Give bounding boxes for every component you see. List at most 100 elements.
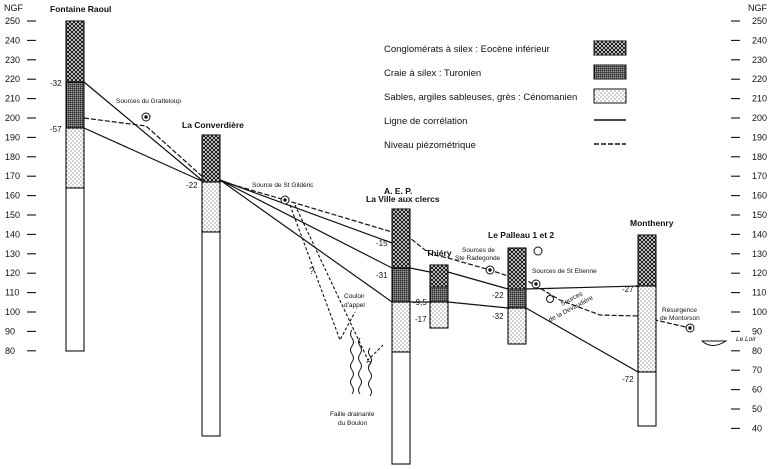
label-faille-2: du Boulon <box>338 420 368 427</box>
right-axis-tick-label-150: 150 <box>752 210 767 220</box>
right-axis-tick-label-180: 180 <box>752 152 767 162</box>
right-axis-unit: NGF <box>748 3 768 13</box>
well-monthenry <box>637 234 657 427</box>
right-axis-tick-label-250: 250 <box>752 16 767 26</box>
right-axis-tick-label-170: 170 <box>752 171 767 181</box>
correlation-lines <box>83 81 639 373</box>
legend-correlation-label: Ligne de corrélation <box>384 116 467 127</box>
lc-conglomerat-layer <box>201 134 221 183</box>
well-thiery <box>429 264 449 329</box>
source-symbols <box>141 112 695 333</box>
mo-conglomerat-layer <box>637 234 657 287</box>
well-label-aep: A. E. P. <box>384 186 412 196</box>
left-axis-tick-label-210: 210 <box>5 94 20 104</box>
left-axis-tick-label-90: 90 <box>5 326 15 336</box>
well-label-aep-ville: La Ville aux clercs <box>366 194 440 204</box>
left-axis-tick-label-120: 120 <box>5 268 20 278</box>
left-axis-tick-label-170: 170 <box>5 171 20 181</box>
correlation-line-pa-mo-low <box>525 307 639 373</box>
question-mark-2: ? <box>366 360 372 371</box>
mo-blank-column <box>637 371 657 427</box>
right-axis-tick-label-240: 240 <box>752 35 767 45</box>
well-aep <box>391 208 411 465</box>
le-loir-river-icon <box>700 340 728 346</box>
couloir-dashed-lines <box>289 204 384 361</box>
correlation-line-pa-mo-top <box>525 285 639 290</box>
source-devaudiere-icon <box>546 295 554 303</box>
right-axis-tick-label-120: 120 <box>752 268 767 278</box>
right-axis-tick-label-210: 210 <box>752 94 767 104</box>
aep-sable-layer <box>391 301 411 353</box>
well-la-converdiere <box>201 134 221 437</box>
depth-label-th-a: -9,5 <box>413 298 427 307</box>
label-source-st-gilderic: Source de St Gildéric <box>252 182 314 189</box>
left-axis-tick-label-130: 130 <box>5 249 20 259</box>
pa-sable-layer <box>507 307 527 345</box>
right-axis-tick-label-50: 50 <box>752 404 762 414</box>
left-axis-tick-label-100: 100 <box>5 307 20 317</box>
right-axis-tick-label-100: 100 <box>752 307 767 317</box>
correlation-line-aep-th-top <box>409 267 431 273</box>
legend-sables-swatch <box>593 88 627 104</box>
well-le-palleau <box>507 247 527 345</box>
depth-label-pa-b: -32 <box>492 312 504 321</box>
right-axis-tick-label-200: 200 <box>752 113 767 123</box>
depth-label-fr-a: -32 <box>50 79 62 88</box>
well-label-la-converdiere: La Converdière <box>182 120 244 130</box>
source-palleau-icon <box>533 246 543 256</box>
label-sources-ste-radegonde-1: Sources de <box>462 247 495 254</box>
legend-craie-label: Craie à silex : Turonien <box>384 68 481 79</box>
th-sable-layer <box>429 301 449 329</box>
pa-craie-layer <box>507 288 527 309</box>
label-sources-ste-radegonde-2: Ste Radegonde <box>455 255 501 262</box>
question-mark-1: ? <box>309 266 315 277</box>
aep-blank-column <box>391 351 411 465</box>
label-resurgence-1: Résurgence <box>662 307 697 314</box>
source-gratteloup-icon <box>141 112 151 122</box>
fr-blank-column <box>65 187 85 352</box>
left-axis-unit: NGF <box>4 3 24 13</box>
left-axis-tick-label-150: 150 <box>5 210 20 220</box>
label-sources-st-etienne: Sources de St Etienne <box>532 268 597 275</box>
source-st-etienne-icon <box>531 279 541 289</box>
depth-label-lc-a: -22 <box>186 181 198 190</box>
left-axis-tick-label-110: 110 <box>5 288 19 298</box>
legend-craie-swatch <box>593 64 627 80</box>
depth-label-fr-b: -57 <box>50 125 62 134</box>
resurgence-montorson-icon <box>685 323 695 333</box>
correlation-line-fr-lc-bottom <box>83 127 205 183</box>
legend-conglomerats-swatch <box>593 40 627 56</box>
correlation-line-lc-aep-top <box>219 179 393 244</box>
fr-craie-layer <box>65 81 85 129</box>
label-couloir-2: d'appel <box>344 302 365 309</box>
depth-label-aep-b: -31 <box>376 271 388 280</box>
correlation-line-lc-aep-low <box>219 179 393 303</box>
right-axis-tick-label-60: 60 <box>752 385 762 395</box>
source-ste-radegonde-icon <box>485 265 495 275</box>
fr-sable-layer <box>65 127 85 189</box>
source-st-gilderic-icon <box>280 195 290 205</box>
right-axis-tick-label-220: 220 <box>752 74 767 84</box>
left-axis-tick-label-80: 80 <box>5 346 15 356</box>
correlation-line-fr-lc-top <box>83 81 205 183</box>
right-axis-tick-label-130: 130 <box>752 249 767 259</box>
left-axis-tick-label-200: 200 <box>5 113 20 123</box>
left-elevation-axis: NGF 250240230220210200190180170160150140… <box>4 3 36 356</box>
right-axis-tick-label-160: 160 <box>752 191 767 201</box>
legend-conglomerats-label: Conglomérats à silex : Eocène inférieur <box>384 44 550 55</box>
lc-sable-layer <box>201 181 221 233</box>
lc-blank-column <box>201 231 221 437</box>
left-axis-tick-label-140: 140 <box>5 229 20 239</box>
mo-sable-layer <box>637 285 657 373</box>
well-label-monthenry: Monthenry <box>630 218 674 228</box>
depth-label-mo-a: -27 <box>622 285 634 294</box>
label-le-loir: Le Loir <box>736 336 757 343</box>
pa-conglomerat-layer <box>507 247 527 290</box>
left-axis-tick-label-230: 230 <box>5 55 20 65</box>
right-axis-tick-label-90: 90 <box>752 326 762 336</box>
label-sources-gratteloup: Sources du Gratteloup <box>116 98 181 105</box>
correlation-line-lc-aep-mid <box>219 179 393 269</box>
legend-sables-label: Sables, argiles sableuses, grès : Cénoma… <box>384 92 577 103</box>
th-craie-layer <box>429 286 449 303</box>
